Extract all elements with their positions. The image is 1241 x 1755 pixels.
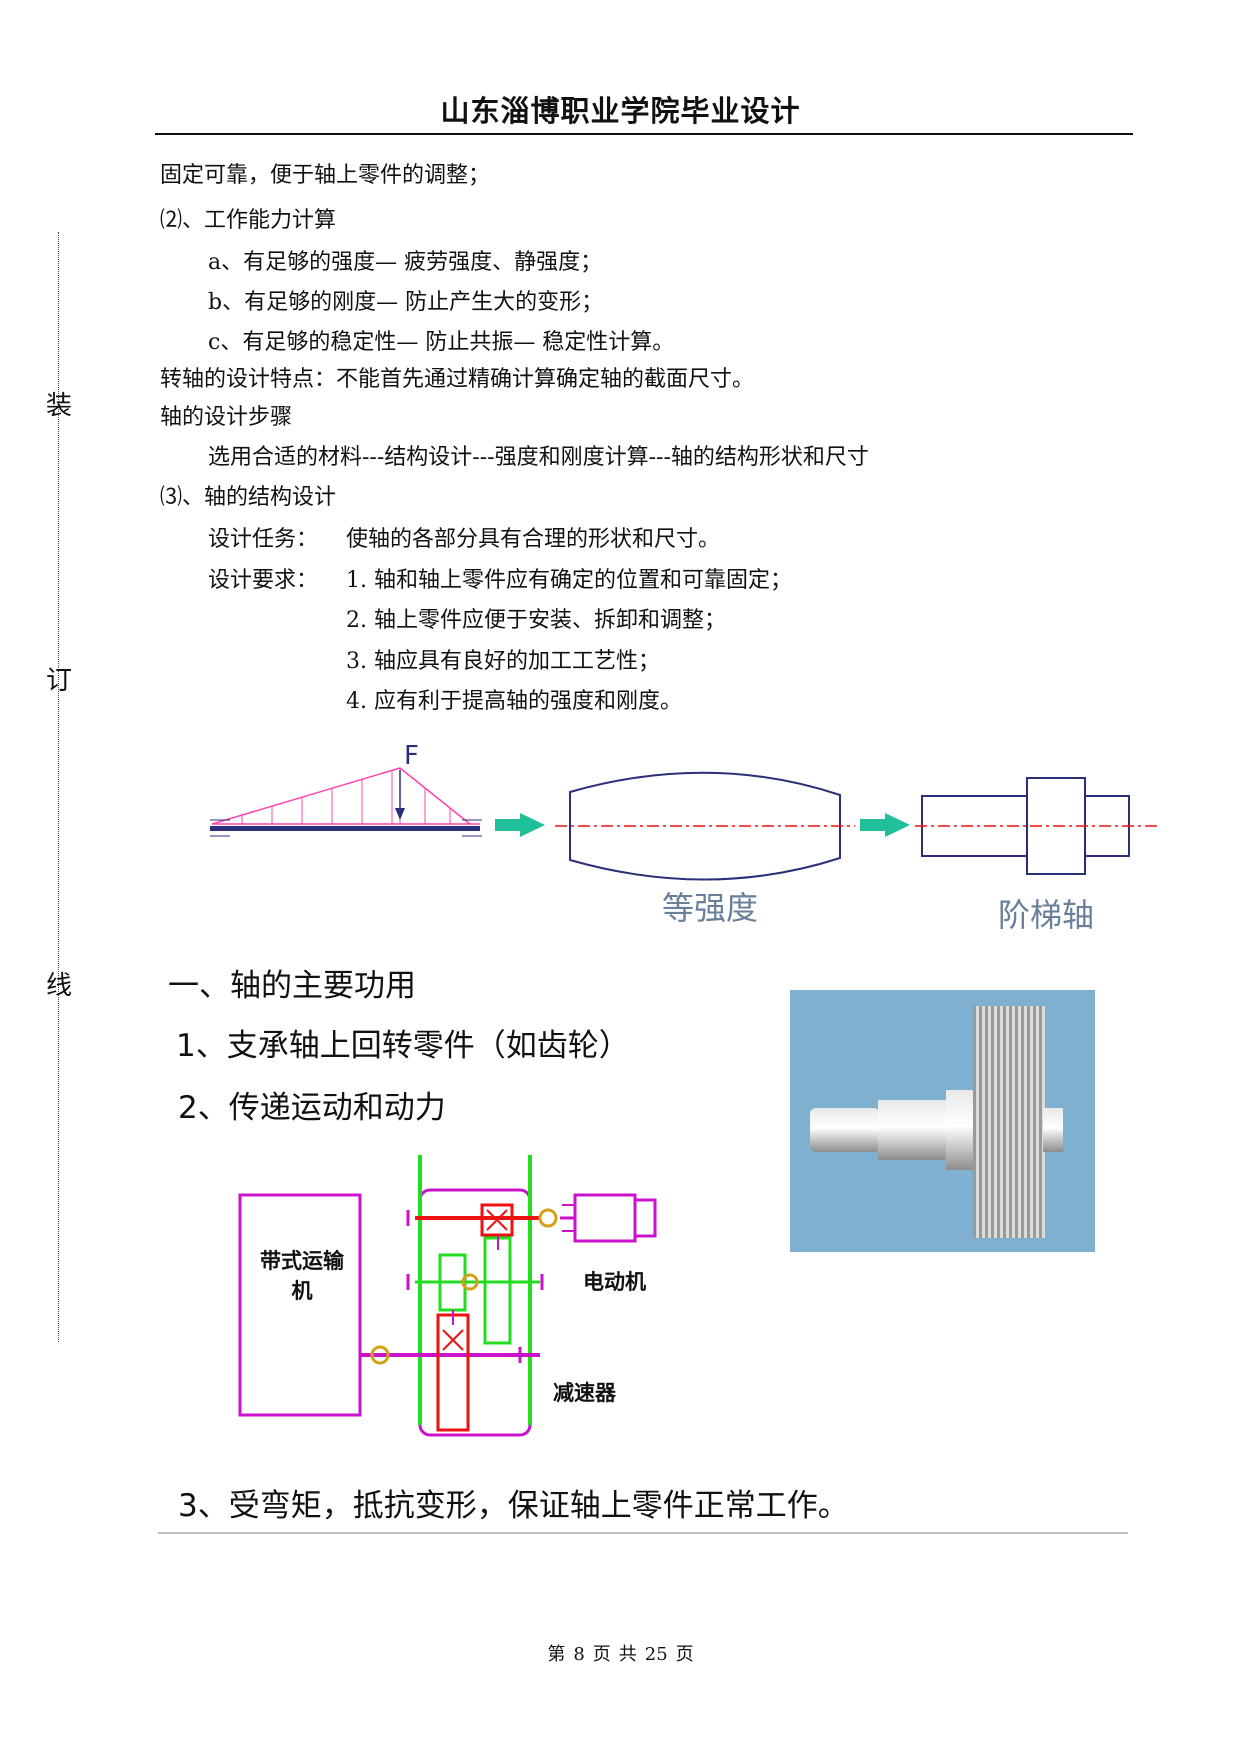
caption-equal-strength: 等强度 — [662, 889, 759, 927]
text-line-7: 轴的设计步骤 — [160, 405, 293, 430]
coupling-output — [370, 1345, 390, 1365]
slide-heading-main-functions: 一、轴的主要功用 — [168, 968, 416, 1004]
equal-strength-shaft — [555, 771, 855, 881]
text-line-5: c、有足够的稳定性— 防止共振— 稳定性计算。 — [208, 330, 675, 355]
text-line-1: 固定可靠，便于轴上零件的调整； — [160, 163, 491, 188]
requirement-1: 1. 轴和轴上零件应有确定的位置和可靠固定； — [346, 568, 792, 593]
transition-arrow-1 — [495, 813, 545, 837]
gear-input — [480, 1203, 514, 1237]
coupling-input — [538, 1208, 558, 1228]
text-line-2: ⑵、工作能力计算 — [160, 208, 337, 233]
transition-arrow-2 — [860, 813, 910, 837]
text-line-8: 选用合适的材料---结构设计---强度和刚度计算---轴的结构形状和尺寸 — [208, 445, 869, 470]
task-text: 使轴的各部分具有合理的形状和尺寸。 — [346, 527, 721, 552]
task-label: 设计任务： — [208, 527, 319, 552]
text-line-4: b、有足够的刚度— 防止产生大的变形； — [208, 290, 604, 315]
text-line-9: ⑶、轴的结构设计 — [160, 485, 337, 510]
requirement-label: 设计要求： — [208, 568, 319, 593]
margin-char-zhuang: 装 — [45, 391, 72, 421]
margin-char-ding: 订 — [45, 666, 72, 696]
caption-stepped-shaft: 阶梯轴 — [998, 896, 1095, 934]
margin-char-xian: 线 — [45, 971, 72, 1001]
slide-bottom-rule — [158, 1532, 1128, 1534]
reducer-label: 减速器 — [553, 1381, 616, 1405]
slide-point-3: 3、受弯矩，抵抗变形，保证轴上零件正常工作。 — [178, 1488, 849, 1524]
text-line-6: 转轴的设计特点：不能首先通过精确计算确定轴的截面尺寸。 — [160, 367, 755, 392]
requirement-3: 3. 轴应具有良好的加工工艺性； — [346, 649, 660, 674]
electric-motor — [562, 1193, 657, 1243]
slide-point-1: 1、支承轴上回转零件（如齿轮） — [176, 1028, 630, 1064]
drive-system-schematic — [238, 1155, 657, 1437]
conveyor-label: 带式运输 机 — [260, 1249, 344, 1303]
stepped-shaft — [915, 777, 1160, 875]
binding-margin-line — [58, 232, 59, 1342]
motor-label: 电动机 — [583, 1270, 646, 1294]
shaft-gear-photo — [790, 990, 1095, 1252]
beam-load-diagram: F — [210, 741, 482, 837]
page-header-title: 山东淄博职业学院毕业设计 — [440, 94, 801, 128]
page-total: 25 — [644, 1644, 668, 1665]
gear-intermediate-large — [483, 1236, 512, 1345]
belt-conveyor-box — [238, 1193, 362, 1417]
header-rule — [155, 133, 1133, 135]
slide-point-2: 2、传递运动和动力 — [178, 1090, 446, 1126]
requirement-2: 2. 轴上零件应便于安装、拆卸和调整； — [346, 608, 726, 633]
page-number: 8 — [573, 1644, 585, 1665]
force-label: F — [404, 741, 419, 771]
text-line-3: a、有足够的强度— 疲劳强度、静强度； — [208, 250, 603, 275]
requirement-4: 4. 应有利于提高轴的强度和刚度。 — [346, 689, 682, 714]
gear-output — [436, 1313, 470, 1432]
shaft-design-figure: F — [210, 741, 1160, 881]
